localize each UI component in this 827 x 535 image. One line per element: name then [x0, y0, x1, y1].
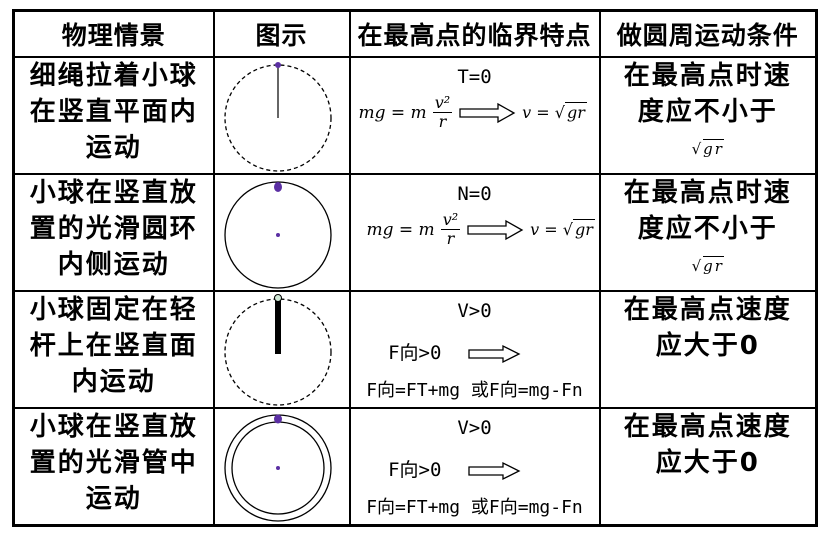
center-dot-icon: [275, 466, 280, 471]
figure-cell: [212, 407, 351, 526]
tube-diagram: [223, 414, 332, 522]
critical-cell: T=0 mg = m v² r v = √gr: [348, 56, 601, 175]
condition-cell: 在最高点速度 应大于0: [598, 407, 818, 526]
situation-line: 细绳拉着小球: [29, 61, 198, 91]
critical-title: T=0: [457, 66, 492, 88]
figure-cell: [212, 290, 351, 409]
rod-bar: [274, 298, 281, 354]
rhs-pre: v =: [530, 220, 558, 239]
situation-cell: 细绳拉着小球 在竖直平面内 运动: [12, 56, 215, 175]
equation-line: F向=FT+mg 或F向=mg-Fn: [366, 380, 583, 401]
dashed-orbit: [223, 63, 332, 172]
sqrt-expr: v = √gr: [530, 219, 595, 239]
fraction-den: r: [446, 229, 455, 248]
force-line: F向>0: [331, 338, 579, 365]
situation-line: 运动: [85, 484, 142, 514]
header-situation: 物理情景: [12, 9, 215, 58]
header-critical: 在最高点的临界特点: [348, 9, 601, 58]
sqrt-expr: v = √gr: [522, 102, 587, 122]
condition-radicand: gr: [703, 139, 724, 158]
condition-cell: 在最高点时速 度应不小于 √gr: [598, 173, 818, 292]
radicand: gr: [572, 219, 595, 239]
critical-cell: N=0 mg = m v² r v = √gr: [348, 173, 601, 292]
situation-line: 小球固定在轻: [29, 295, 198, 325]
condition-line: 在最高点时速: [623, 178, 792, 208]
critical-formula: mg = m v² r v = √gr: [367, 211, 595, 248]
situation-cell: 小球固定在轻 杆上在竖直面 内运动: [12, 290, 215, 409]
fraction-num: v²: [440, 210, 461, 230]
situation-line: 运动: [85, 133, 142, 163]
header-figure: 图示: [212, 9, 351, 58]
condition-line: 在最高点时速: [623, 61, 792, 91]
situation-line: 杆上在竖直面: [29, 331, 198, 361]
implies-arrow-icon: [459, 102, 516, 123]
situation-cell: 小球在竖直放 置的光滑管中 运动: [12, 407, 215, 526]
fraction-den: r: [438, 112, 447, 131]
condition-sqrt: √gr: [691, 256, 724, 275]
table-row: 小球在竖直放 置的光滑圆环 内侧运动 N=0 mg = m v² r: [12, 173, 818, 292]
ball-icon: [274, 61, 281, 68]
condition-cell: 在最高点时速 度应不小于 √gr: [598, 56, 818, 175]
situation-line: 小球在竖直放: [29, 412, 198, 442]
implies-arrow-icon: [468, 461, 521, 480]
ball-icon: [273, 414, 282, 424]
table-row: 细绳拉着小球 在竖直平面内 运动 T=0 mg = m v² r: [12, 56, 818, 175]
figure-cell: [212, 173, 351, 292]
fraction: v² r: [440, 210, 461, 248]
condition-line: 度应不小于: [637, 97, 778, 127]
ball-icon: [273, 181, 282, 192]
force-line: F向>0: [331, 455, 579, 482]
condition-line: 度应不小于: [637, 214, 778, 244]
force-text: F向>0: [388, 342, 442, 364]
header-row: 物理情景 图示 在最高点的临界特点 做圆周运动条件: [12, 9, 818, 58]
critical-title: V>0: [457, 417, 492, 439]
formula-lhs: mg = m: [366, 219, 435, 240]
ring-inner-diagram: [223, 180, 332, 289]
situation-line: 内运动: [71, 367, 156, 397]
situation-line: 小球在竖直放: [29, 178, 198, 208]
equation-line: F向=FT+mg 或F向=mg-Fn: [366, 497, 583, 518]
condition-line: 应大于0: [655, 331, 760, 361]
condition-line: 应大于0: [655, 448, 760, 478]
condition-radicand: gr: [703, 256, 724, 275]
fraction: v² r: [432, 93, 453, 131]
condition-sqrt: √gr: [691, 139, 724, 158]
implies-arrow-icon: [468, 344, 521, 363]
critical-formula: mg = m v² r v = √gr: [359, 94, 587, 131]
situation-line: 置的光滑管中: [29, 448, 198, 478]
force-text: F向>0: [388, 459, 442, 481]
condition-line: 在最高点速度: [623, 412, 792, 442]
dashed-orbit: [223, 297, 332, 406]
critical-title: N=0: [457, 183, 492, 205]
table-row: 小球固定在轻 杆上在竖直面 内运动 V>0 F向>0 F向=FT+mg 或F向=…: [12, 290, 818, 409]
header-condition: 做圆周运动条件: [598, 9, 818, 58]
rod-circle-diagram: [223, 293, 332, 406]
situation-line: 在竖直平面内: [29, 97, 198, 127]
condition-line: 在最高点速度: [623, 295, 792, 325]
critical-title: V>0: [457, 300, 492, 322]
ball-icon: [273, 293, 282, 302]
implies-arrow-icon: [467, 219, 524, 240]
radicand: gr: [564, 102, 587, 122]
fraction-num: v²: [432, 93, 453, 113]
comparison-table: 物理情景 图示 在最高点的临界特点 做圆周运动条件 细绳拉着小球 在竖直平面内 …: [12, 9, 818, 527]
figure-cell: [212, 56, 351, 175]
table-row: 小球在竖直放 置的光滑管中 运动 V>0 F向>0 F向=FT+mg 或F向=m…: [12, 407, 818, 526]
formula-lhs: mg = m: [358, 102, 427, 123]
condition-cell: 在最高点速度 应大于0: [598, 290, 818, 409]
rhs-pre: v =: [522, 103, 550, 122]
rope-circle-diagram: [223, 61, 332, 172]
situation-line: 内侧运动: [57, 250, 170, 280]
critical-cell: V>0 F向>0 F向=FT+mg 或F向=mg-Fn: [348, 407, 601, 526]
situation-cell: 小球在竖直放 置的光滑圆环 内侧运动: [12, 173, 215, 292]
critical-cell: V>0 F向>0 F向=FT+mg 或F向=mg-Fn: [348, 290, 601, 409]
situation-line: 置的光滑圆环: [29, 214, 198, 244]
center-dot-icon: [275, 232, 280, 237]
